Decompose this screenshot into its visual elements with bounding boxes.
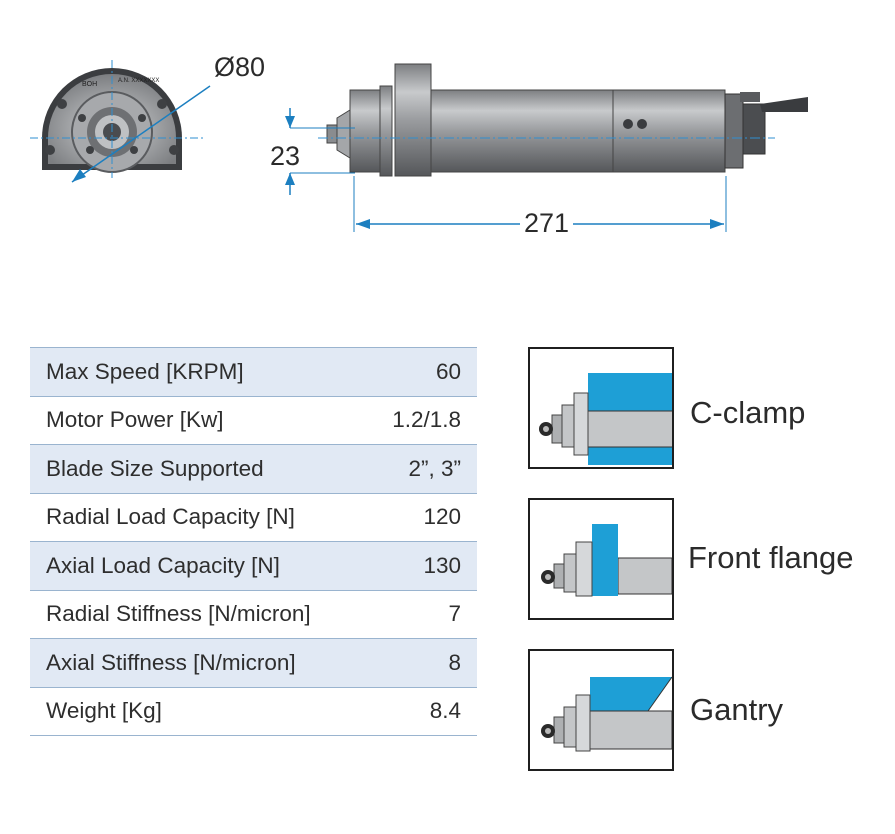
- spec-value: 120: [363, 493, 477, 542]
- flange-marking-boh: BOH: [82, 81, 97, 88]
- c-clamp-mount-icon: [528, 347, 674, 469]
- spec-label: Motor Power [Kw]: [30, 396, 364, 445]
- flange-marking-an: A.N. XXXXXXX: [118, 78, 159, 84]
- spec-value: 8.4: [363, 687, 477, 736]
- table-row: Radial Stiffness [N/micron] 7: [30, 590, 477, 639]
- spec-label: Max Speed [KRPM]: [30, 347, 364, 397]
- table-row: Radial Load Capacity [N] 120: [30, 493, 477, 542]
- height-label: 23: [270, 141, 301, 171]
- spec-value: 130: [363, 541, 477, 591]
- spec-label: Radial Load Capacity [N]: [30, 493, 364, 542]
- length-label: 271: [520, 210, 574, 237]
- table-row: Max Speed [KRPM] 60: [30, 347, 477, 397]
- spec-value: 7: [363, 590, 477, 639]
- spec-label: Weight [Kg]: [30, 687, 364, 736]
- diameter-label: Ø80: [214, 52, 266, 82]
- gantry-label: Gantry: [690, 692, 784, 727]
- spec-label: Axial Load Capacity [N]: [30, 541, 364, 591]
- spec-table: Max Speed [KRPM] 60 Motor Power [Kw] 1.2…: [30, 347, 477, 736]
- c-clamp-label: C-clamp: [690, 395, 806, 430]
- spec-value: 8: [363, 638, 477, 688]
- spec-value: 60: [363, 347, 477, 397]
- table-row: Weight [Kg] 8.4: [30, 687, 477, 736]
- spindle-front-view-icon: BOH A.N. XXXXXXX: [30, 60, 808, 232]
- spec-value: 2”, 3”: [363, 444, 477, 494]
- spec-value: 1.2/1.8: [363, 396, 477, 445]
- technical-drawing: BOH A.N. XXXXXXX: [0, 0, 895, 260]
- table-row: Blade Size Supported 2”, 3”: [30, 444, 477, 494]
- front-flange-mount-icon: [528, 498, 674, 620]
- spec-label: Radial Stiffness [N/micron]: [30, 590, 364, 639]
- front-flange-label: Front flange: [688, 540, 854, 575]
- table-row: Axial Stiffness [N/micron] 8: [30, 638, 477, 688]
- spec-label: Blade Size Supported: [30, 444, 364, 494]
- spec-label: Axial Stiffness [N/micron]: [30, 638, 364, 688]
- table-row: Axial Load Capacity [N] 130: [30, 541, 477, 591]
- table-row: Motor Power [Kw] 1.2/1.8: [30, 396, 477, 445]
- gantry-mount-icon: [528, 649, 674, 771]
